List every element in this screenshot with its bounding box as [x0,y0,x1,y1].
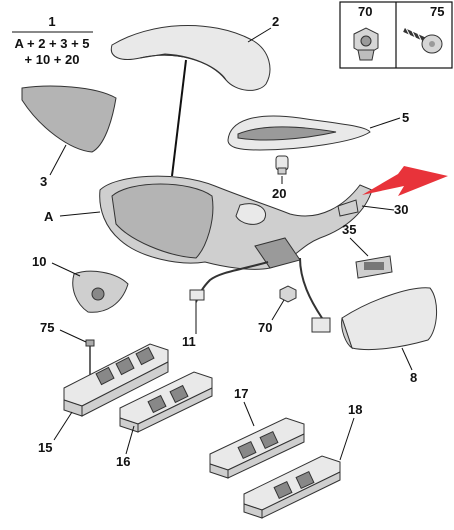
callout-35: 35 [342,222,356,237]
cover-fit-line [171,59,187,177]
callout-70: 70 [258,320,272,335]
leader-30 [361,205,395,211]
legend-label-75: 75 [430,4,444,19]
leader-35 [349,237,369,257]
assembly-line-1: A + 2 + 3 + 5 [14,36,89,51]
leader-3 [49,144,67,176]
assembly-note: 1 A + 2 + 3 + 5 + 10 + 20 [12,14,93,67]
leader-2 [247,27,272,43]
callout-15: 15 [38,440,52,455]
window-switch-panel-15 [63,343,169,417]
callout-5: 5 [402,110,409,125]
callout-20: 20 [272,186,286,201]
mirror-motor [72,270,129,313]
mirror-glass [21,85,117,153]
window-switch-panel-17 [209,417,305,479]
leader-8 [401,347,413,371]
callout-3: 3 [40,174,47,189]
screw-icon [403,27,443,54]
window-switch-panel-16 [119,371,213,433]
side-repeater-lamp [227,115,371,151]
callout-18: 18 [348,402,362,417]
assembly-number: 1 [48,14,55,29]
callout-17: 17 [234,386,248,401]
leader-75 [59,329,87,343]
callout-16: 16 [116,454,130,469]
callout-11: 11 [182,334,196,349]
red-pointer-arrow [362,166,448,196]
callout-8: 8 [410,370,417,385]
wiring-harness [189,257,331,333]
clip [337,199,359,217]
leader-10 [51,262,81,277]
trim-cover [341,287,437,351]
mirror-cover-cap [110,24,271,91]
callout-75: 75 [40,320,54,335]
legend-label-70: 70 [358,4,372,19]
nut [279,285,297,303]
callout-30: 30 [394,202,408,217]
connector [355,255,393,279]
window-switch-panel-18 [243,455,341,519]
leader-70 [271,299,285,321]
leader-5 [369,117,401,129]
leader-18 [339,417,355,461]
leader-17 [243,401,255,427]
leader-15 [53,411,73,441]
bulb [275,155,289,175]
mirror-assembly [99,59,373,270]
assembly-line-2: + 10 + 20 [25,52,80,67]
fastener-legend: 70 75 [339,1,453,69]
callout-10: 10 [32,254,46,269]
nut-icon [353,27,379,61]
leader-16 [125,425,135,455]
callout-A: A [44,209,54,224]
callout-2: 2 [272,14,279,29]
leader-A [59,211,101,217]
